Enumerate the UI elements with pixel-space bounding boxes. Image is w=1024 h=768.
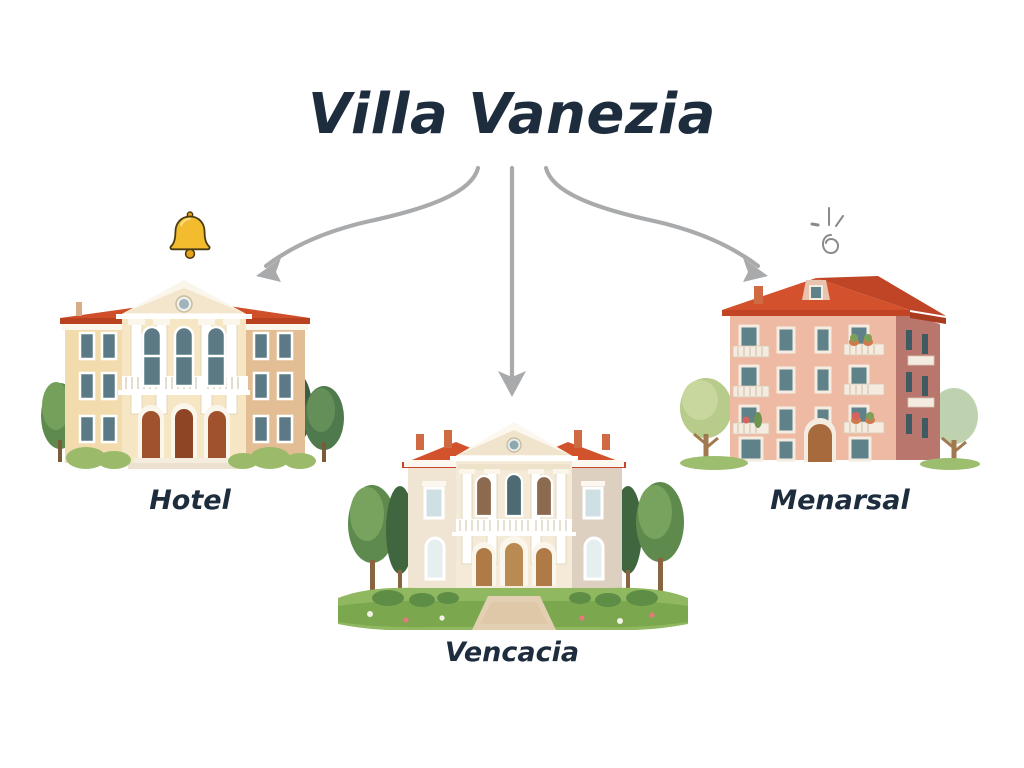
hotel-shrubs <box>66 447 316 469</box>
hotel-windows-mid <box>141 354 227 388</box>
node-label-vencacia: Vencacia <box>444 637 580 668</box>
hotel-side-windows <box>78 331 294 444</box>
page-title: Villa Vanezia <box>308 82 716 147</box>
garden-trees-left <box>348 485 414 594</box>
node-label-menarsal: Menarsal <box>770 485 910 516</box>
balcony-flower-pots <box>742 334 875 428</box>
menarsal-side-windows <box>906 330 928 438</box>
tree-left <box>680 378 732 464</box>
menarsal-balconies <box>732 334 935 435</box>
tree-right-2 <box>304 386 344 462</box>
hotel-entrance-doors <box>138 403 230 460</box>
bell-icon <box>169 211 211 260</box>
arrow-to-vencacia <box>498 165 526 397</box>
hotel-steps <box>128 458 240 469</box>
sparkle-icon <box>810 207 844 255</box>
vencacia-garden <box>338 587 688 631</box>
menarsal-illustration <box>678 268 983 473</box>
garden-trees-right <box>614 482 684 594</box>
vencacia-entrance-doors <box>472 536 556 588</box>
hotel-illustration <box>38 268 348 473</box>
vencacia-wing-windows <box>422 481 605 581</box>
arrow-to-menarsal <box>543 165 768 282</box>
arrow-to-hotel <box>256 165 481 282</box>
menarsal-entrance-door <box>804 418 836 462</box>
menarsal-ground <box>680 456 980 470</box>
node-label-hotel: Hotel <box>149 485 231 516</box>
vencacia-illustration <box>330 402 695 631</box>
